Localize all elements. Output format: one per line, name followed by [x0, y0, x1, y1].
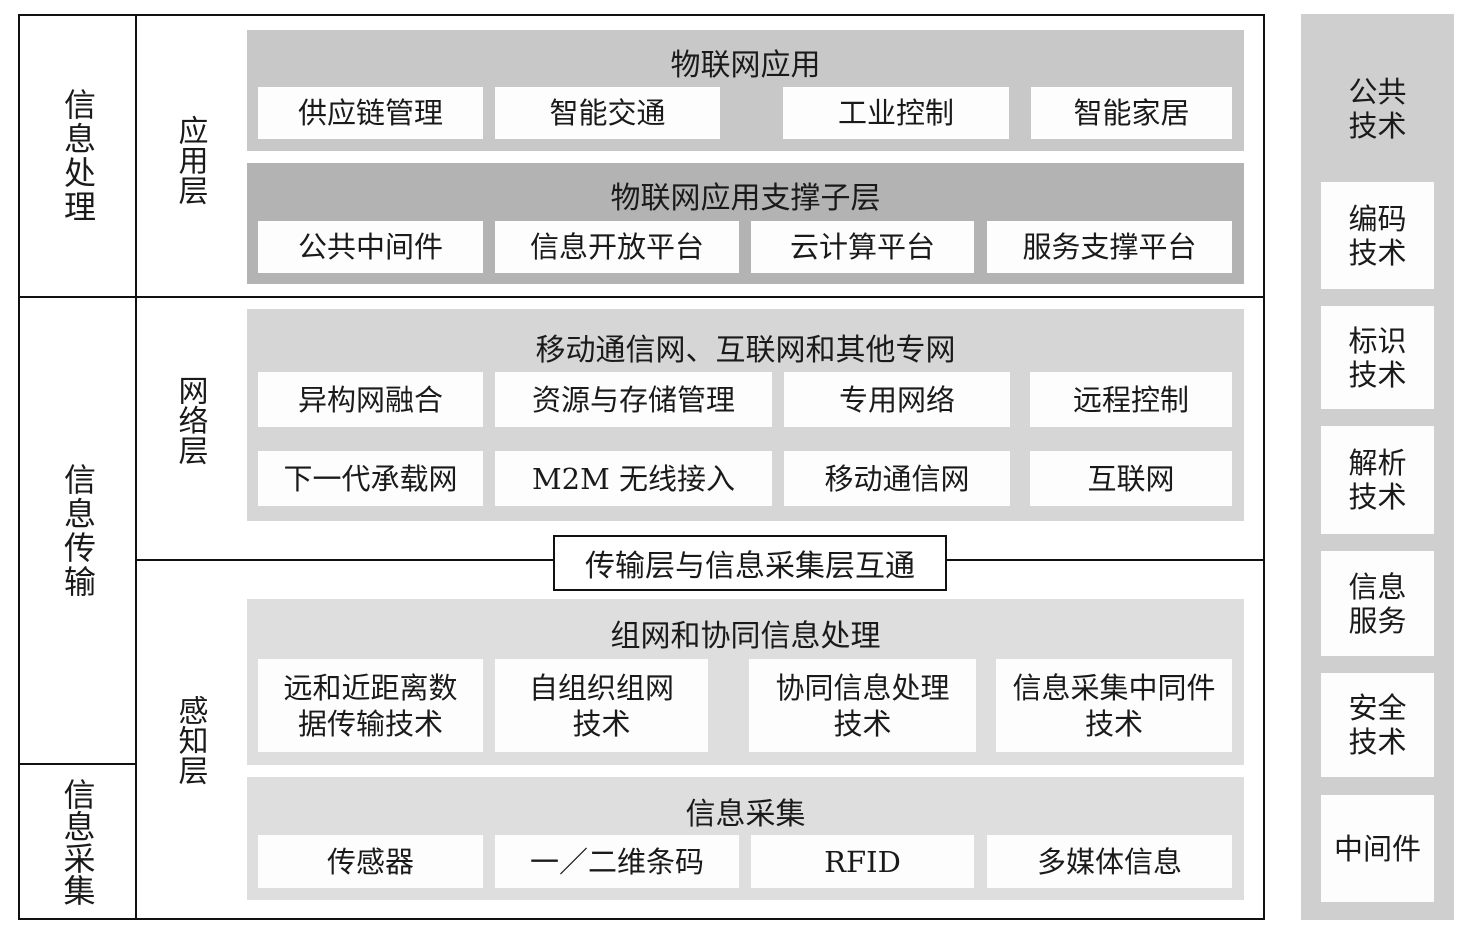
network-panel: 移动通信网、互联网和其他专网 异构网融合 资源与存储管理 专用网络 远程控制 下… [247, 309, 1244, 521]
net-item-heterogeneous-fusion: 异构网融合 [258, 372, 483, 427]
network-title: 移动通信网、互联网和其他专网 [535, 333, 956, 368]
net-item-internet: 互联网 [1030, 451, 1232, 506]
support-item-middleware: 公共中间件 [258, 221, 483, 273]
processing-transmission-divider [18, 296, 1265, 298]
app-item-supply-chain: 供应链管理 [258, 87, 483, 139]
networking-panel: 组网和协同信息处理 远和近距离数 据传输技术 自组织组网 技术 协同信息处理 技… [247, 599, 1244, 765]
left-column-divider [135, 14, 137, 920]
iot-applications-title: 物联网应用 [670, 48, 821, 83]
sense-item-cooperative-processing: 协同信息处理 技术 [749, 659, 976, 752]
network-layer-text: 网络层 [172, 375, 208, 465]
collect-item-rfid: RFID [751, 835, 974, 888]
network-layer-label: 网络层 [150, 320, 230, 520]
networking-title: 组网和协同信息处理 [610, 619, 881, 654]
side-item-info-service: 信息 服务 [1321, 551, 1434, 656]
application-layer-label: 应用层 [150, 60, 230, 260]
side-item-middleware: 中间件 [1321, 795, 1434, 902]
app-item-smart-home: 智能家居 [1031, 87, 1232, 139]
app-item-industrial-control: 工业控制 [783, 87, 1009, 139]
net-item-private-network: 专用网络 [784, 372, 1010, 427]
transmission-collection-divider [18, 763, 137, 765]
info-transmission-text: 信息传输 [59, 462, 97, 599]
side-item-security: 安全 技术 [1321, 673, 1434, 777]
support-item-cloud-platform: 云计算平台 [751, 221, 974, 273]
common-tech-title: 公共 技术 [1348, 75, 1407, 143]
iot-applications-panel: 物联网应用 供应链管理 智能交通 工业控制 智能家居 [247, 30, 1244, 151]
app-item-smart-traffic: 智能交通 [495, 87, 720, 139]
side-item-encoding: 编码 技术 [1321, 182, 1434, 289]
sense-item-collection-middleware: 信息采集中同件 技术 [996, 659, 1232, 752]
bridge-box: 传输层与信息采集层互通 [553, 535, 947, 591]
sense-item-distance-transmission: 远和近距离数 据传输技术 [258, 659, 483, 752]
sense-item-self-organizing: 自组织组网 技术 [495, 659, 708, 752]
info-collection-label: 信息采集 [20, 765, 135, 918]
side-item-identification: 标识 技术 [1321, 306, 1434, 409]
main-frame [18, 14, 1265, 920]
iot-support-title: 物联网应用支撑子层 [610, 181, 881, 216]
network-perception-divider-right [941, 559, 1265, 561]
info-transmission-label: 信息传输 [20, 298, 135, 763]
iot-support-panel: 物联网应用支撑子层 公共中间件 信息开放平台 云计算平台 服务支撑平台 [247, 163, 1244, 284]
side-item-resolution: 解析 技术 [1321, 426, 1434, 534]
perception-layer-text: 感知层 [172, 695, 208, 785]
net-item-mobile-network: 移动通信网 [784, 451, 1010, 506]
support-item-open-platform: 信息开放平台 [495, 221, 739, 273]
collect-item-sensor: 传感器 [258, 835, 483, 888]
common-tech-sidebar: 公共 技术 编码 技术 标识 技术 解析 技术 信息 服务 安全 技术 中间件 [1301, 14, 1454, 920]
collect-item-multimedia: 多媒体信息 [987, 835, 1232, 888]
perception-layer-label: 感知层 [150, 640, 230, 840]
info-collection-text: 信息采集 [58, 777, 97, 906]
collection-panel: 信息采集 传感器 一／二维条码 RFID 多媒体信息 [247, 777, 1244, 900]
collection-title: 信息采集 [685, 797, 806, 832]
network-perception-divider-left [135, 559, 555, 561]
support-item-service-platform: 服务支撑平台 [987, 221, 1232, 273]
net-item-remote-control: 远程控制 [1030, 372, 1232, 427]
collect-item-barcode: 一／二维条码 [495, 835, 739, 888]
net-item-m2m-wireless: M2M 无线接入 [495, 451, 772, 506]
info-processing-text: 信息处理 [59, 88, 97, 224]
net-item-next-gen-bearer: 下一代承载网 [258, 451, 483, 506]
application-layer-text: 应用层 [172, 115, 208, 205]
net-item-resource-storage: 资源与存储管理 [495, 372, 772, 427]
info-processing-label: 信息处理 [20, 16, 135, 296]
